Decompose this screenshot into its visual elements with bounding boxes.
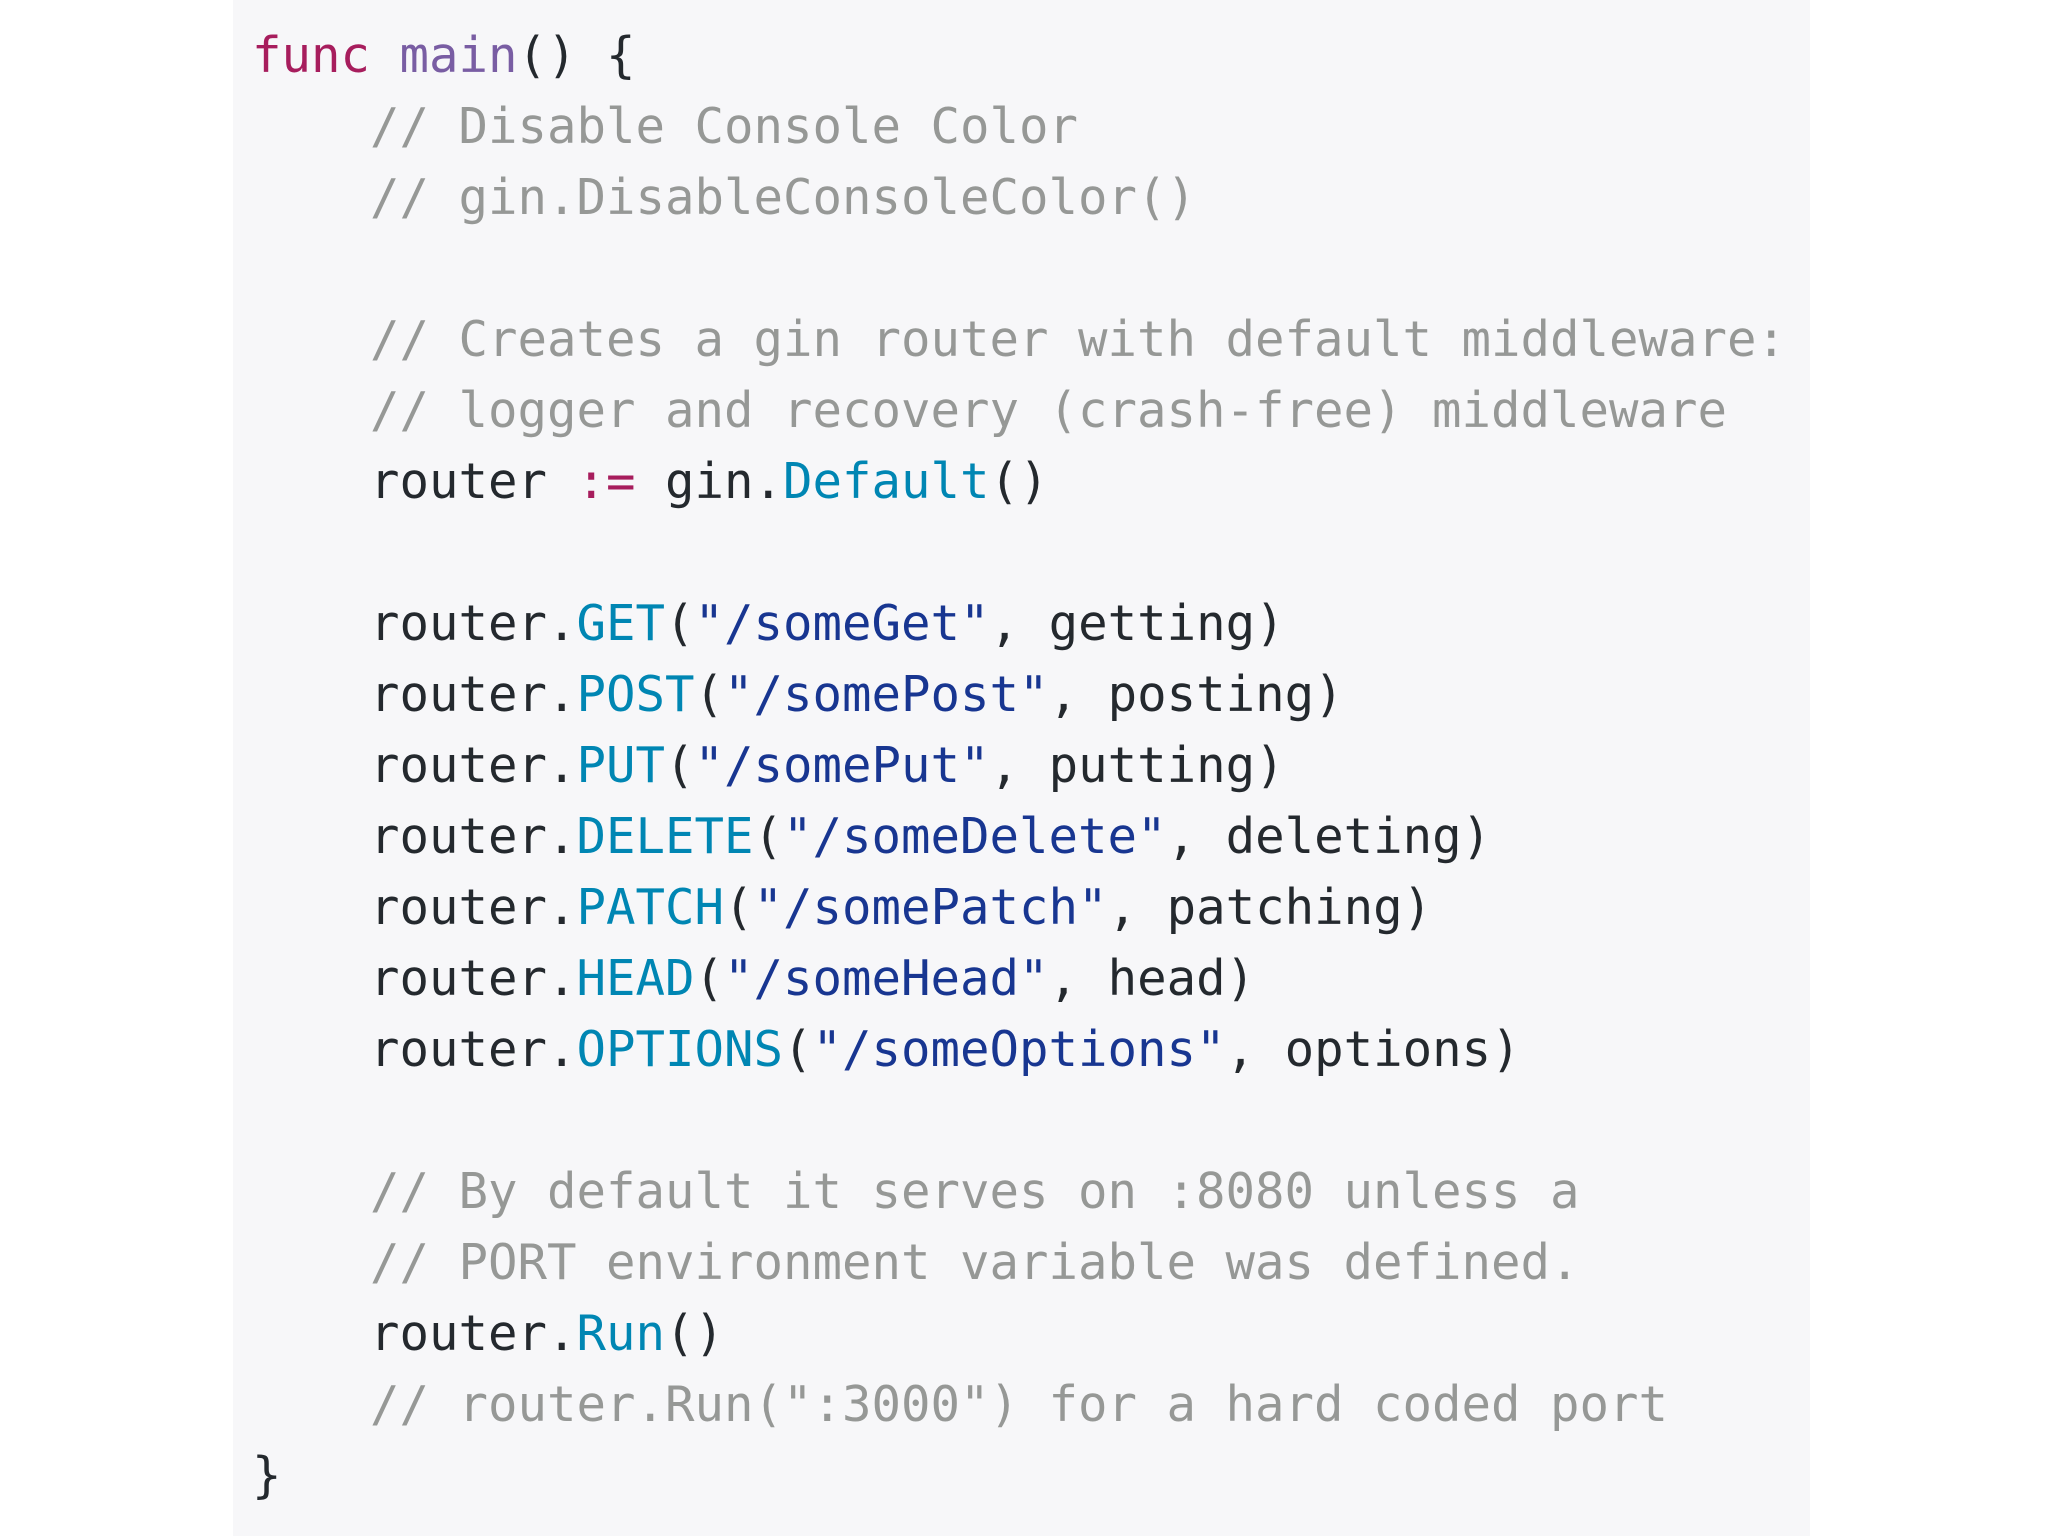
code-text: () { — [517, 27, 636, 84]
code-line — [252, 517, 1786, 588]
code-text: router. — [252, 879, 577, 936]
method-token: DELETE — [576, 808, 754, 865]
code-text — [370, 27, 400, 84]
code-text: , options) — [1225, 1021, 1521, 1078]
code-text: router. — [252, 595, 577, 652]
code-line: } — [252, 1440, 1786, 1511]
method-token: PATCH — [576, 879, 725, 936]
method-token: PUT — [576, 737, 666, 794]
code-text: ( — [724, 879, 754, 936]
code-text: , deleting) — [1166, 808, 1492, 865]
code-line: router.GET("/someGet", getting) — [252, 588, 1786, 659]
string-token: "/someGet" — [694, 595, 990, 652]
code-line: // By default it serves on :8080 unless … — [252, 1156, 1786, 1227]
method-token: HEAD — [576, 950, 695, 1007]
comment-token: // gin.DisableConsoleColor() — [252, 169, 1197, 226]
code-text: ( — [694, 666, 725, 723]
code-text: ( — [694, 950, 725, 1007]
code-text: , head) — [1048, 950, 1256, 1007]
code-text: () — [989, 453, 1049, 510]
method-token: OPTIONS — [576, 1021, 784, 1078]
string-token: "/someHead" — [724, 950, 1049, 1007]
code-line: router.OPTIONS("/someOptions", options) — [252, 1014, 1786, 1085]
string-token: "/somePost" — [724, 666, 1049, 723]
comment-token: // Disable Console Color — [252, 98, 1079, 155]
code-line: // router.Run(":3000") for a hard coded … — [252, 1369, 1786, 1440]
method-token: Run — [576, 1305, 666, 1362]
code-text: , putting) — [989, 737, 1285, 794]
code-line: router := gin.Default() — [252, 446, 1786, 517]
code-line: // logger and recovery (crash-free) midd… — [252, 375, 1786, 446]
code-text: router. — [252, 737, 577, 794]
code-text: ( — [665, 595, 695, 652]
code-line: func main() { — [252, 20, 1786, 91]
code-line: router.PATCH("/somePatch", patching) — [252, 872, 1786, 943]
string-token: "/someDelete" — [783, 808, 1167, 865]
comment-token: // PORT environment variable was defined… — [252, 1234, 1580, 1291]
comment-token: // router.Run(":3000") for a hard coded … — [252, 1376, 1669, 1433]
code-line: // Disable Console Color — [252, 91, 1786, 162]
function-name-token: main — [399, 27, 518, 84]
code-text: router. — [252, 1305, 577, 1362]
code-line — [252, 233, 1786, 304]
code-text: , patching) — [1107, 879, 1433, 936]
code-text: ( — [753, 808, 784, 865]
code-line: router.POST("/somePost", posting) — [252, 659, 1786, 730]
code-text: ( — [783, 1021, 813, 1078]
code-text: router. — [252, 666, 577, 723]
code-line: // PORT environment variable was defined… — [252, 1227, 1786, 1298]
comment-token: // By default it serves on :8080 unless … — [252, 1163, 1580, 1220]
operator-token: := — [576, 453, 636, 510]
code-line: router.Run() — [252, 1298, 1786, 1369]
method-token: POST — [576, 666, 695, 723]
code-text: router. — [252, 950, 577, 1007]
code-text: gin. — [635, 453, 784, 510]
code-listing: func main() { // Disable Console Color /… — [252, 20, 1786, 1511]
code-text: router — [252, 453, 577, 510]
code-line — [252, 1085, 1786, 1156]
code-line: router.HEAD("/someHead", head) — [252, 943, 1786, 1014]
method-token: Default — [783, 453, 990, 510]
code-line: router.DELETE("/someDelete", deleting) — [252, 801, 1786, 872]
comment-token: // Creates a gin router with default mid… — [252, 311, 1787, 368]
method-token: GET — [576, 595, 666, 652]
comment-token: // logger and recovery (crash-free) midd… — [252, 382, 1728, 439]
code-text: router. — [252, 1021, 577, 1078]
string-token: "/somePut" — [694, 737, 990, 794]
code-block — [233, 0, 1810, 1536]
code-text: , getting) — [989, 595, 1285, 652]
code-line: router.PUT("/somePut", putting) — [252, 730, 1786, 801]
code-text: } — [252, 1447, 282, 1504]
string-token: "/somePatch" — [753, 879, 1108, 936]
code-text: () — [665, 1305, 725, 1362]
code-text: ( — [665, 737, 695, 794]
code-text: , posting) — [1048, 666, 1344, 723]
code-line: // Creates a gin router with default mid… — [252, 304, 1786, 375]
code-line: // gin.DisableConsoleColor() — [252, 162, 1786, 233]
string-token: "/someOptions" — [812, 1021, 1226, 1078]
code-text: router. — [252, 808, 577, 865]
keyword-token: func — [252, 27, 371, 84]
